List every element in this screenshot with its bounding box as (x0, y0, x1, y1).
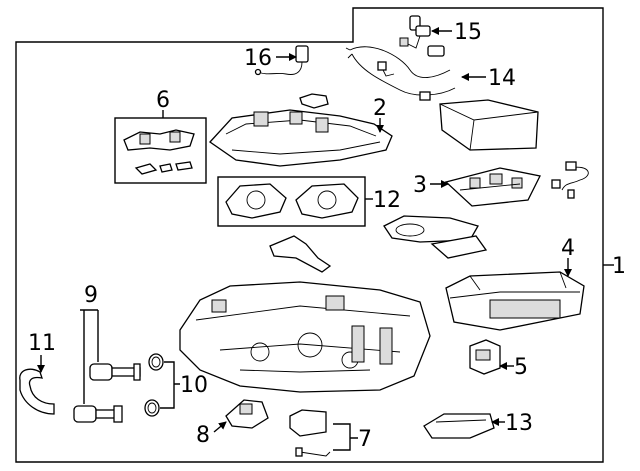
part-14-wire-harness[interactable] (345, 45, 456, 101)
callout-11: 11 (28, 331, 56, 356)
leader-7 (333, 423, 358, 451)
callout-5: 5 (514, 355, 528, 380)
callout-15: 15 (454, 20, 482, 45)
part-3-circuit-board[interactable] (444, 167, 541, 207)
case-part (439, 99, 539, 151)
assembly-frame (15, 7, 604, 463)
part-12-housings[interactable] (225, 183, 359, 219)
callout-1: 1 (612, 254, 626, 279)
part-15-connector[interactable] (399, 15, 431, 49)
part-4-housing[interactable] (445, 271, 585, 331)
callout-4: 4 (561, 236, 575, 261)
inverter-housing[interactable] (179, 281, 431, 393)
leader-8 (213, 421, 227, 433)
part-5-relay[interactable] (469, 339, 501, 375)
callout-12: 12 (373, 188, 401, 213)
callout-7: 7 (358, 427, 372, 452)
wiring-bracket (269, 235, 332, 273)
part-2-cover[interactable] (209, 109, 393, 167)
callout-9: 9 (84, 283, 98, 308)
part-9-pipe-fittings[interactable] (73, 363, 141, 423)
callout-8: 8 (196, 423, 210, 448)
leader-10 (160, 361, 180, 409)
callout-2: 2 (373, 96, 387, 121)
part-7-parts[interactable] (289, 409, 331, 457)
callout-3: 3 (413, 173, 427, 198)
callout-10: 10 (180, 373, 208, 398)
part-13-bracket[interactable] (423, 413, 495, 439)
callout-6: 6 (156, 88, 170, 113)
part-12-group-frame (217, 176, 366, 227)
part-10-o-rings[interactable] (144, 353, 164, 417)
callout-16: 16 (244, 46, 272, 71)
part-8-bracket[interactable] (225, 399, 269, 429)
clip-part (299, 93, 329, 109)
callout-14: 14 (488, 66, 516, 91)
part-11-hose[interactable] (19, 368, 55, 415)
gasket-plates (383, 215, 488, 259)
part-16-sensor[interactable] (254, 45, 309, 76)
callout-13: 13 (505, 411, 533, 436)
part-6-group-frame (114, 117, 207, 184)
small-harness (551, 161, 589, 199)
part-6-brackets[interactable] (123, 129, 195, 175)
leader-9 (80, 309, 99, 404)
